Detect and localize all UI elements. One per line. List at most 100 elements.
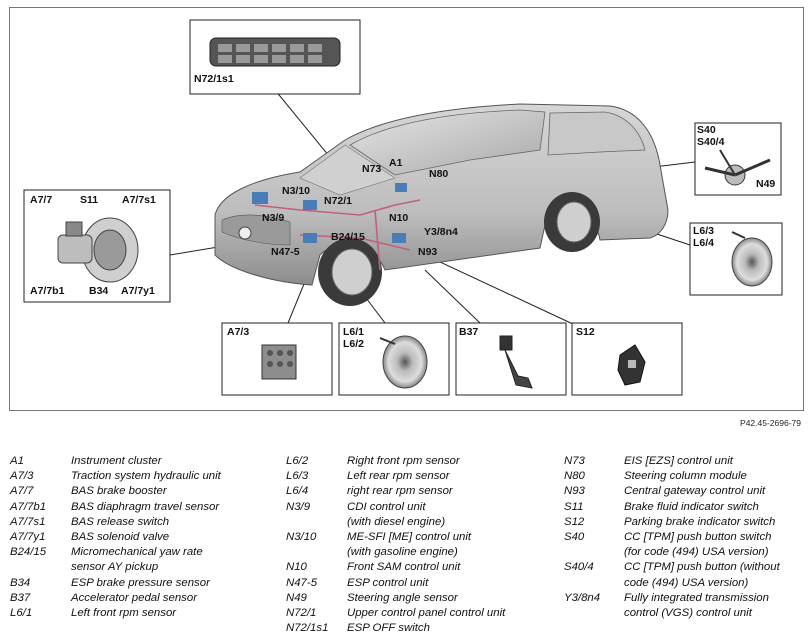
label-n3-10: N3/10 <box>282 185 311 197</box>
legend-code: S11 <box>564 500 584 513</box>
legend-code: A7/3 <box>10 470 34 483</box>
legend-description: BAS brake booster <box>71 485 167 498</box>
legend-code: S12 <box>564 515 585 528</box>
legend-entry: code (494) USA version) <box>564 576 809 591</box>
legend-entry: N93 Central gateway control unit <box>564 484 809 499</box>
legend-code: B24/15 <box>10 546 47 559</box>
legend-code: B37 <box>10 591 31 604</box>
legend-code <box>564 576 624 591</box>
legend-description: ESP control unit <box>347 576 429 589</box>
legend-entry: L6/4 right rear rpm sensor <box>286 484 562 499</box>
legend-entry: L6/2 Right front rpm sensor <box>286 454 562 469</box>
legend-description: Left front rpm sensor <box>71 607 177 620</box>
legend-description: ESP brake pressure sensor <box>71 576 210 589</box>
label-a7-7y1: A7/7y1 <box>121 285 155 297</box>
legend-description: Central gateway control unit <box>624 485 766 498</box>
legend-code <box>564 545 624 560</box>
legend-code: Y3/8n4 <box>564 591 601 604</box>
legend-description: Instrument cluster <box>71 455 162 467</box>
legend-entry: N49 Steering angle sensor <box>286 591 562 606</box>
legend-description: (with gasoline engine) <box>347 546 458 559</box>
legend-description: Steering column module <box>624 470 747 483</box>
legend-entry: sensor AY pickup <box>10 560 281 575</box>
legend-description: Front SAM control unit <box>347 561 461 574</box>
legend-entry: (with gasoline engine) <box>286 545 562 560</box>
legend-code: A7/7b1 <box>10 500 47 513</box>
legend-code: N49 <box>286 591 307 604</box>
legend-entry: S12 Parking brake indicator switch <box>564 515 809 530</box>
legend-code: L6/4 <box>286 485 309 498</box>
legend-description: ME-SFI [ME] control unit <box>347 531 472 544</box>
hydraulic-unit-illustration <box>261 344 297 380</box>
label-l6-2: L6/2 <box>343 338 365 350</box>
accelerator-pedal-illustration <box>499 335 533 389</box>
legend-entry: N72/1s1 ESP OFF switch <box>286 621 562 636</box>
label-n49: N49 <box>756 178 776 190</box>
label-y3-8n4: Y3/8n4 <box>424 226 458 238</box>
label-l6-1: L6/1 <box>343 326 365 338</box>
legend-code <box>10 560 71 575</box>
steering-column-illustration <box>704 149 771 186</box>
label-b24-15: B24/15 <box>331 231 365 243</box>
legend-entry: N47-5 ESP control unit <box>286 576 562 591</box>
front-rpm-disc-illustration <box>379 335 428 389</box>
legend-code: N73 <box>564 455 585 467</box>
legend-code: N93 <box>564 485 585 498</box>
legend-description: (for code (494) USA version) <box>624 546 769 559</box>
legend-description: Fully integrated transmission <box>624 591 769 604</box>
legend-description: Steering angle sensor <box>347 591 458 604</box>
legend-code: S40/4 <box>564 561 594 574</box>
legend-code: N3/9 <box>286 500 311 513</box>
label-b37: B37 <box>459 326 479 338</box>
legend-code: N47-5 <box>286 576 318 589</box>
legend-description: sensor AY pickup <box>71 561 159 574</box>
legend-description: Traction system hydraulic unit <box>71 470 221 483</box>
legend-code: A7/7 <box>10 485 34 498</box>
legend-description: EIS [EZS] control unit <box>624 455 733 467</box>
legend-code: L6/2 <box>286 455 309 467</box>
legend-description: Micromechanical yaw rate <box>71 546 203 559</box>
legend-description: right rear rpm sensor <box>347 485 453 498</box>
label-s40: S40 <box>697 124 716 136</box>
legend-code: A7/7y1 <box>10 531 46 544</box>
legend-description: ESP OFF switch <box>347 622 430 635</box>
label-s11: S11 <box>80 194 99 206</box>
label-n72-1: N72/1 <box>324 195 353 207</box>
legend-description: Parking brake indicator switch <box>624 515 776 528</box>
legend-description: Accelerator pedal sensor <box>71 591 197 604</box>
legend-entry: A7/7 BAS brake booster <box>10 484 281 499</box>
legend-code: N72/1s1 <box>286 622 329 635</box>
label-a7-3: A7/3 <box>227 326 250 338</box>
legend-code: A1 <box>10 455 24 467</box>
label-l6-4: L6/4 <box>693 237 715 249</box>
legend-description: BAS solenoid valve <box>71 531 170 544</box>
label-n80: N80 <box>429 168 449 180</box>
legend-description: Right front rpm sensor <box>347 455 460 467</box>
label-n93: N93 <box>418 246 438 258</box>
legend-entry: (with diesel engine) <box>286 515 562 530</box>
legend-code: S40 <box>564 531 585 544</box>
legend-description: code (494) USA version) <box>624 576 749 589</box>
label-n73: N73 <box>362 163 382 175</box>
legend-code <box>286 515 347 530</box>
vehicle-illustration <box>214 103 669 306</box>
label-n47-5: N47-5 <box>271 246 300 258</box>
label-n3-9: N3/9 <box>262 212 285 224</box>
legend-code: N10 <box>286 561 307 574</box>
label-s40-4: S40/4 <box>697 136 725 148</box>
legend-code <box>564 606 624 621</box>
legend-description: (with diesel engine) <box>347 515 446 528</box>
legend-entry: B37 Accelerator pedal sensor <box>10 591 281 606</box>
legend-description: Upper control panel control unit <box>347 607 506 620</box>
label-a7-7: A7/7 <box>30 194 53 206</box>
legend-entry: Y3/8n4 Fully integrated transmission <box>564 591 809 606</box>
